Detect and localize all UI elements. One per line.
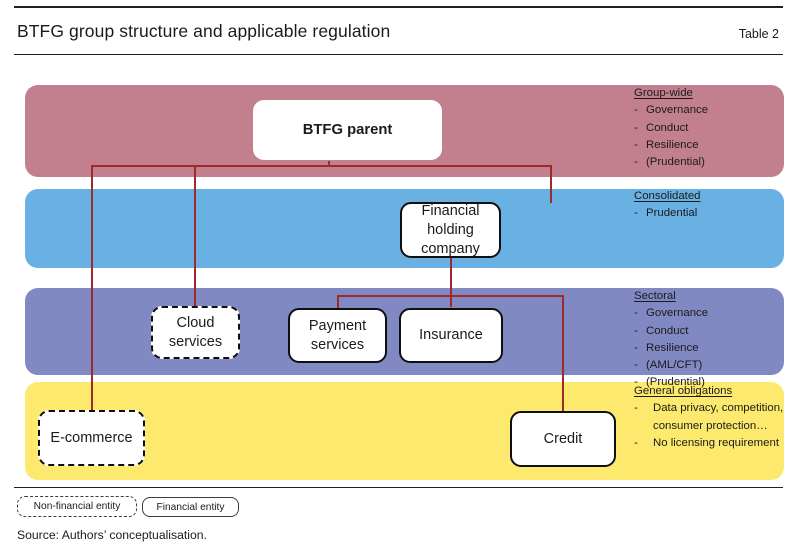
band-list-item: -Conduct — [634, 323, 784, 340]
connector-to-payment-services — [337, 295, 339, 309]
connector-sectoral-bus — [337, 295, 564, 297]
node-e-commerce[interactable]: E-commerce — [38, 410, 145, 466]
node-financial-holding-company-label: Financial holding company — [421, 202, 480, 257]
band-item-label: Governance — [646, 104, 709, 117]
band-list-item: - Data privacy, competition, consumer pro… — [634, 400, 786, 435]
node-insurance[interactable]: Insurance — [399, 308, 503, 363]
band-list-item: -Governance — [634, 305, 784, 322]
header-rule-top — [14, 6, 783, 8]
bullet-dash: - — [634, 138, 638, 151]
node-cloud-services-label: Cloud services — [168, 314, 223, 350]
node-cloud-services[interactable]: Cloud services — [151, 306, 240, 359]
node-btfg-parent-label: BTFG parent — [302, 121, 393, 138]
node-btfg-parent[interactable]: BTFG parent — [253, 100, 442, 160]
connector-top-bus — [91, 165, 552, 167]
legend-non-financial-label: Non-financial entity — [33, 501, 121, 512]
legend-financial-label: Financial entity — [156, 501, 225, 513]
node-payment-services[interactable]: Payment services — [288, 308, 387, 363]
band-item-label: Conduct — [646, 324, 689, 337]
node-financial-holding-company[interactable]: Financial holding company — [400, 202, 501, 258]
band-list-item: -Resilience — [634, 137, 784, 154]
node-payment-services-label: Payment services — [308, 317, 367, 353]
band-list-item: -Resilience — [634, 340, 784, 357]
source-note: Source: Authors’ conceptualisation. — [17, 528, 207, 542]
band-sectoral-heading: Sectoral — [634, 290, 676, 302]
legend-chip-financial-entity: Financial entity — [142, 497, 239, 517]
band-item-label: (AML/CFT) — [646, 359, 703, 372]
bullet-dash: - — [634, 121, 638, 134]
band-item-label: Resilience — [646, 138, 699, 151]
connector-to-cloud-services — [194, 165, 196, 307]
footer-rule — [14, 487, 783, 488]
bullet-dash: - — [634, 104, 638, 117]
band-list-item: -(AML/CFT) — [634, 357, 784, 374]
band-list-item: -(Prudential) — [634, 374, 784, 391]
band-consolidated-list: -Prudential — [634, 205, 784, 222]
band-sectoral-list: -Governance -Conduct -Resilience -(AML/C… — [634, 305, 784, 391]
header-rule-bottom — [14, 54, 783, 55]
band-consolidated-heading: Consolidated — [634, 190, 701, 202]
band-item-label: Governance — [646, 307, 709, 320]
legend-chip-non-financial-entity: Non-financial entity — [17, 496, 137, 517]
page-title: BTFG group structure and applicable regu… — [17, 21, 391, 41]
bullet-dash: - — [634, 324, 638, 337]
connector-parent-stub — [328, 161, 330, 167]
table-number-label: Table 2 — [738, 27, 779, 41]
band-general-obligations-text: General obligations - Data privacy, compe… — [634, 383, 786, 452]
band-general-obligations-list: - Data privacy, competition, consumer pro… — [634, 400, 786, 452]
bullet-dash: - — [634, 156, 638, 169]
band-group-wide-text: Group-wide -Governance -Conduct -Resilie… — [634, 85, 784, 171]
band-group-wide-heading: Group-wide — [634, 87, 693, 99]
band-item-label: Resilience — [646, 341, 699, 354]
bullet-dash: - — [634, 359, 638, 372]
band-general-obligations — [25, 382, 784, 480]
band-item-label: Prudential — [646, 207, 698, 220]
band-sectoral-text: Sectoral -Governance -Conduct -Resilienc… — [634, 288, 784, 392]
connector-to-credit — [562, 295, 564, 414]
band-list-item: -(Prudential) — [634, 154, 784, 171]
node-e-commerce-label: E-commerce — [50, 429, 133, 446]
connector-to-financial-holding-company — [550, 165, 552, 203]
connector-to-e-commerce — [91, 165, 93, 411]
connector-fhc-stub — [450, 257, 452, 307]
bullet-dash: - — [634, 402, 638, 415]
band-list-item: -Governance — [634, 102, 784, 119]
band-general-obligations-heading: General obligations — [634, 385, 733, 397]
node-credit[interactable]: Credit — [510, 411, 616, 467]
band-list-item: - No licensing requirement — [634, 435, 786, 452]
band-item-label: Data privacy, competition, consumer prot… — [653, 402, 784, 432]
band-consolidated-text: Consolidated -Prudential — [634, 188, 784, 223]
band-item-label: (Prudential) — [646, 376, 705, 389]
band-list-item: -Conduct — [634, 120, 784, 137]
bullet-dash: - — [634, 307, 638, 320]
band-group-wide-list: -Governance -Conduct -Resilience -(Prude… — [634, 102, 784, 171]
bullet-dash: - — [634, 436, 638, 449]
band-item-label: (Prudential) — [646, 156, 705, 169]
node-credit-label: Credit — [543, 430, 583, 447]
band-list-item: -Prudential — [634, 205, 784, 222]
node-insurance-label: Insurance — [419, 327, 483, 343]
bullet-dash: - — [634, 376, 638, 389]
bullet-dash: - — [634, 207, 638, 220]
band-item-label: No licensing requirement — [653, 436, 779, 449]
bullet-dash: - — [634, 341, 638, 354]
band-item-label: Conduct — [646, 121, 689, 134]
